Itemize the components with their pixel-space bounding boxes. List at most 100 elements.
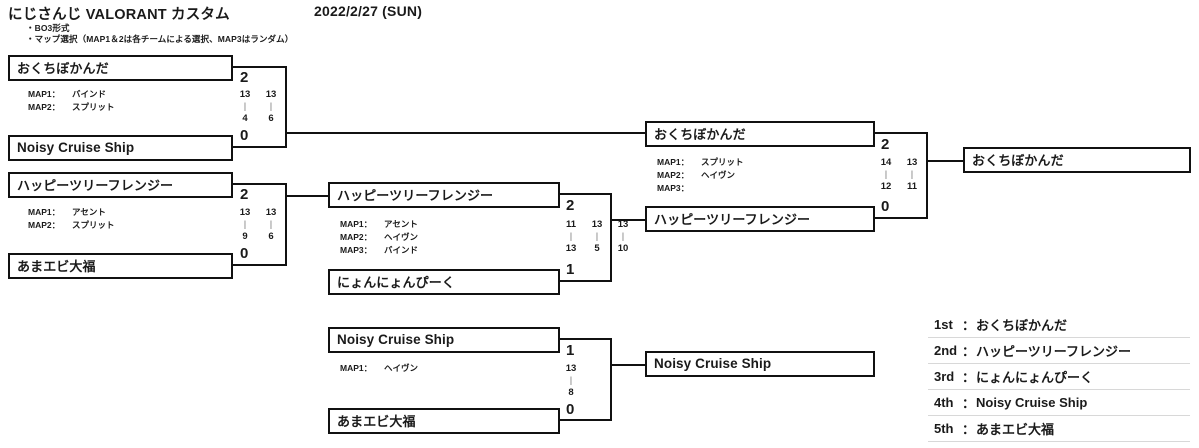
map-row: MAP2：ヘイヴン [340, 231, 418, 244]
rank-team-name: ハッピーツリーフレンジー [976, 344, 1131, 359]
rank-separator: ： [962, 396, 976, 411]
map-top-score: 13 [617, 219, 629, 230]
r2-semifinal-advance-line [610, 219, 645, 221]
team-name: ハッピーツリーフレンジー [337, 187, 494, 203]
r1m1-advance-line [285, 132, 645, 134]
ranking-row: 2nd ： ハッピーツリーフレンジー [928, 338, 1190, 364]
team-name: おくちぼかんだ [17, 60, 109, 76]
map-bottom-score: 9 [242, 231, 248, 242]
map-bottom-score: 11 [906, 181, 918, 192]
format-note-map-selection: ・マップ選択（MAP1＆2は各チームによる選択、MAP3はランダム） [26, 34, 294, 44]
map-row: MAP2：スプリット [28, 101, 115, 114]
r1m2-top-team-box[interactable]: ハッピーツリーフレンジー [8, 172, 233, 198]
score-separator: | [884, 169, 888, 180]
map-bottom-score: 12 [880, 181, 892, 192]
r1m2-top-score: 2 [240, 186, 249, 203]
r2-thirdplace-bottom-connector [560, 419, 612, 421]
map-row: MAP1：ヘイヴン [340, 362, 418, 375]
map-score-column: 13 | 4 [232, 88, 258, 125]
r3-final-bottom-score: 0 [881, 198, 890, 215]
rank-separator: ： [962, 422, 976, 437]
map-name: バインド [72, 89, 107, 99]
r2-semifinal-round-scores: 11 | 13 13 | 5 13 | 10 [558, 218, 636, 255]
team-name: Noisy Cruise Ship [654, 356, 772, 372]
r2-thirdplace-vertical-connector [610, 338, 612, 421]
r1m1-map-list: MAP1： バインド MAP2：スプリット [28, 88, 115, 114]
rank-separator: ： [962, 318, 976, 333]
map-label: MAP1： [340, 219, 373, 229]
rank-team-name: おくちぼかんだ [976, 318, 1068, 333]
map-row: MAP1：スプリット [657, 156, 744, 169]
map-row: MAP3： [657, 182, 744, 195]
team-name: ハッピーツリーフレンジー [17, 177, 174, 193]
map-bottom-score: 4 [242, 113, 248, 124]
r2-semifinal-bottom-team-box[interactable]: にょんにょんぴーく [328, 269, 560, 295]
map-name: アセント [72, 207, 106, 217]
r2-semifinal-top-score: 2 [566, 197, 575, 214]
champion-box[interactable]: おくちぼかんだ [963, 147, 1191, 173]
r2-semifinal-bottom-score: 1 [566, 261, 575, 278]
score-separator: | [243, 219, 247, 230]
rank-team-name: あまエビ大福 [976, 422, 1055, 437]
rank-team-name: にょんにょんぴーく [976, 370, 1094, 385]
map-top-score: 13 [591, 219, 603, 230]
r1m2-bottom-team-box[interactable]: あまエビ大福 [8, 253, 233, 279]
map-top-score: 11 [565, 219, 577, 230]
r1m2-bottom-score: 0 [240, 245, 249, 262]
score-separator: | [269, 219, 273, 230]
team-name: にょんにょんぴーく [337, 274, 455, 290]
map-row: MAP1：アセント [28, 206, 115, 219]
team-name: あまエビ大福 [17, 258, 96, 274]
team-name: おくちぼかんだ [654, 126, 746, 142]
map-top-score: 13 [239, 89, 251, 100]
r3-final-bottom-team-box[interactable]: ハッピーツリーフレンジー [645, 206, 875, 232]
map-score-column: 13 | 10 [610, 218, 636, 255]
map-row: MAP1： バインド [28, 88, 115, 101]
r3-final-vertical-connector [926, 132, 928, 219]
r2-semifinal-top-team-box[interactable]: ハッピーツリーフレンジー [328, 182, 560, 208]
team-name: あまエビ大福 [337, 413, 416, 429]
r1m1-top-connector [233, 66, 287, 68]
r2-thirdplace-map-list: MAP1：ヘイヴン [340, 362, 418, 375]
format-note-bo3: ・BO3形式 [26, 23, 70, 33]
r3-final-bottom-connector [875, 217, 928, 219]
map-bottom-score: 10 [617, 243, 629, 254]
rank-position: 3rd [934, 369, 955, 384]
score-separator: | [243, 101, 247, 112]
map-top-score: 14 [880, 157, 892, 168]
map-label: MAP1： [340, 363, 373, 373]
r1m1-top-team-box[interactable]: おくちぼかんだ [8, 55, 233, 81]
map-label: MAP1： [28, 89, 61, 99]
map-bottom-score: 8 [568, 387, 574, 398]
r1m2-vertical-connector [285, 183, 287, 266]
r3-final-map-list: MAP1：スプリット MAP2：ヘイヴン MAP3： [657, 156, 744, 195]
r2-thirdplace-top-score: 1 [566, 342, 575, 359]
rank-position: 5th [934, 421, 954, 436]
r1m1-vertical-connector [285, 66, 287, 148]
score-separator: | [621, 231, 625, 242]
r1m1-bottom-score: 0 [240, 127, 249, 144]
map-row: MAP2：スプリット [28, 219, 115, 232]
r1m1-top-score: 2 [240, 69, 249, 86]
r1m1-bottom-team-box[interactable]: Noisy Cruise Ship [8, 135, 233, 161]
map-name: スプリット [701, 157, 744, 167]
rank-separator: ： [962, 370, 976, 385]
map-score-column: 13 | 8 [558, 362, 584, 399]
ranking-row: 5th ： あまエビ大福 [928, 416, 1190, 442]
r2-thirdplace-bottom-team-box[interactable]: あまエビ大福 [328, 408, 560, 434]
rank-separator: ： [962, 344, 976, 359]
ranking-row: 4th ： Noisy Cruise Ship [928, 390, 1190, 416]
r2-thirdplace-top-team-box[interactable]: Noisy Cruise Ship [328, 327, 560, 353]
score-separator: | [569, 231, 573, 242]
third-place-winner-box[interactable]: Noisy Cruise Ship [645, 351, 875, 377]
map-score-column: 13 | 11 [899, 156, 925, 193]
r3-final-top-team-box[interactable]: おくちぼかんだ [645, 121, 875, 147]
rank-position: 2nd [934, 343, 958, 358]
map-score-column: 13 | 6 [258, 88, 284, 125]
r3-final-top-connector [875, 132, 928, 134]
event-date: 2022/2/27 (SUN) [314, 3, 423, 19]
r2-semifinal-bottom-connector [560, 280, 612, 282]
r2-semifinal-vertical-connector [610, 193, 612, 282]
r1m1-round-scores: 13 | 4 13 | 6 [232, 88, 284, 125]
